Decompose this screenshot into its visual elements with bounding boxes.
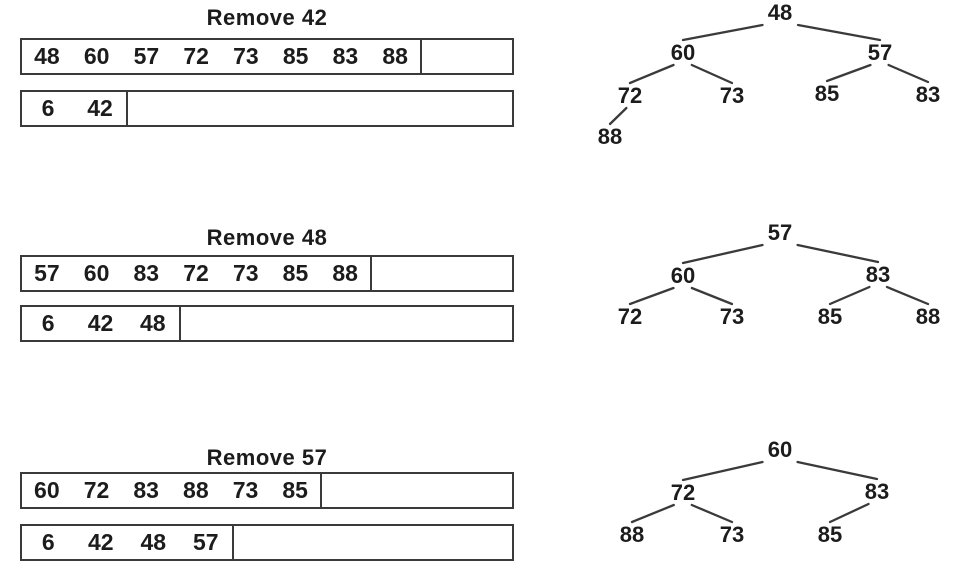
array-cell: 88 — [183, 477, 209, 503]
tree-edge — [608, 106, 628, 126]
sorted-array: 6 42 48 57 — [20, 524, 514, 561]
tree-edge — [681, 460, 764, 482]
heap-array-filled-region: 57 60 83 72 73 85 88 — [22, 257, 372, 290]
array-cell: 83 — [133, 477, 159, 503]
tree-edge — [628, 63, 675, 85]
tree-edges — [628, 243, 930, 306]
section-title: Remove 48 — [206, 225, 328, 250]
sorted-array-filled-region: 6 42 — [22, 92, 128, 125]
array-cell: 57 — [34, 260, 60, 286]
tree-edges — [630, 460, 879, 524]
array-cell: 60 — [83, 43, 110, 69]
tree-edge — [796, 460, 879, 481]
sorted-array-empty-region — [234, 526, 512, 559]
tree-node: 60 — [767, 437, 793, 462]
tree-node: 72 — [670, 480, 696, 505]
tree-edge — [796, 23, 882, 42]
tree-edge — [887, 63, 930, 84]
sorted-array-filled-region: 6 42 48 — [22, 307, 181, 340]
array-cell: 60 — [83, 260, 110, 286]
tree-node: 60 — [670, 40, 696, 65]
array-cell: 83 — [332, 43, 359, 69]
tree-edge — [885, 285, 930, 306]
tree-node: 85 — [814, 81, 840, 106]
array-cell: 72 — [183, 260, 209, 286]
sorted-array: 6 42 — [20, 90, 514, 127]
tree-edge — [681, 23, 764, 42]
tree-edge — [828, 502, 870, 524]
tree-node: 60 — [670, 263, 696, 288]
array-cell: 85 — [282, 260, 309, 286]
array-cell: 6 — [41, 95, 55, 121]
tree-node: 83 — [865, 262, 891, 287]
tree-edge — [690, 63, 734, 85]
tree-node: 88 — [619, 522, 645, 547]
tree-edge — [690, 286, 734, 306]
tree-edge — [796, 243, 880, 264]
array-cell: 48 — [140, 310, 166, 336]
array-cell: 48 — [34, 43, 60, 69]
array-cell: 60 — [34, 477, 60, 503]
sorted-array: 6 42 48 — [20, 305, 514, 342]
tree-edge — [828, 285, 871, 306]
section-title: Remove 42 — [206, 5, 328, 30]
tree-edge — [628, 286, 675, 306]
array-cell: 57 — [192, 529, 219, 555]
heap-array-filled-region: 60 72 83 88 73 85 — [22, 474, 322, 507]
array-cell: 42 — [87, 310, 114, 336]
tree-node: 83 — [864, 479, 890, 504]
tree-node: 57 — [867, 40, 893, 65]
tree-node: 73 — [719, 522, 745, 547]
heap-array-empty-region — [372, 257, 512, 290]
array-cell: 73 — [232, 477, 259, 503]
array-cell: 42 — [87, 95, 113, 121]
tree-edge — [681, 243, 764, 265]
array-cell: 85 — [282, 477, 308, 503]
array-cell: 6 — [41, 310, 55, 336]
heap-tree: 57 60 83 72 73 85 88 — [560, 210, 966, 345]
heap-array: 48 60 57 72 73 85 83 88 — [20, 38, 514, 75]
section-title: Remove 57 — [206, 445, 328, 470]
sorted-array-filled-region: 6 42 48 57 — [22, 526, 234, 559]
tree-edge — [630, 503, 675, 524]
tree-node: 72 — [617, 83, 643, 108]
array-cell: 42 — [87, 529, 114, 555]
tree-node: 72 — [617, 304, 643, 329]
tree-edge — [825, 63, 872, 83]
tree-node: 73 — [719, 83, 745, 108]
array-cell: 73 — [232, 260, 259, 286]
tree-node: 88 — [915, 304, 941, 329]
array-cell: 88 — [382, 43, 408, 69]
array-cell: 48 — [140, 529, 167, 555]
array-cell: 57 — [133, 43, 160, 69]
heap-tree: 48 60 57 72 73 85 83 88 — [560, 0, 966, 165]
tree-node: 57 — [767, 220, 793, 245]
heap-array-empty-region — [322, 474, 512, 507]
tree-node: 85 — [817, 304, 843, 329]
heap-tree: 60 72 83 88 73 85 — [560, 420, 966, 560]
tree-edge — [690, 503, 734, 524]
array-cell: 88 — [332, 260, 358, 286]
array-cell: 73 — [233, 43, 259, 69]
tree-node: 48 — [767, 0, 793, 25]
array-cell: 83 — [133, 260, 160, 286]
tree-node: 85 — [817, 522, 843, 547]
array-cell: 85 — [282, 43, 309, 69]
sorted-array-empty-region — [128, 92, 512, 125]
array-cell: 72 — [83, 477, 110, 503]
tree-edges — [608, 23, 930, 126]
tree-node: 88 — [597, 124, 623, 149]
sorted-array-empty-region — [181, 307, 512, 340]
tree-node: 83 — [915, 82, 941, 107]
heap-array-empty-region — [422, 40, 512, 73]
array-cell: 6 — [41, 529, 55, 555]
heap-array: 57 60 83 72 73 85 88 — [20, 255, 514, 292]
heap-array: 60 72 83 88 73 85 — [20, 472, 514, 509]
tree-node: 73 — [719, 304, 745, 329]
array-cell: 72 — [183, 43, 209, 69]
heap-array-filled-region: 48 60 57 72 73 85 83 88 — [22, 40, 422, 73]
